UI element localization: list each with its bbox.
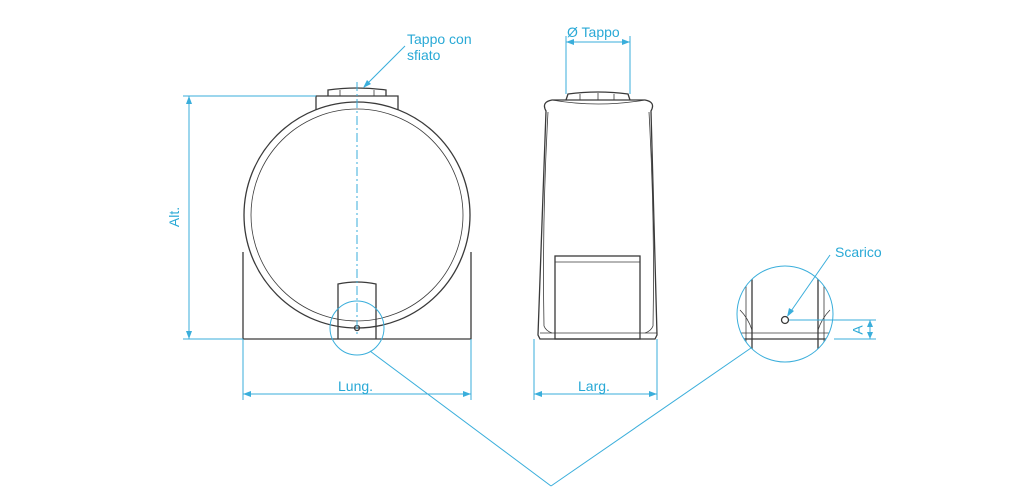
side-body <box>537 99 658 340</box>
side-cap <box>565 91 631 101</box>
cap-diameter-label: Ø Tappo <box>567 24 620 40</box>
cap-vent-leader <box>364 45 406 87</box>
dimensions <box>183 36 876 487</box>
drain-height-label: A <box>849 325 866 335</box>
length-label: Lung. <box>338 378 374 394</box>
drain-leader <box>788 254 831 315</box>
side-pocket <box>554 255 641 340</box>
cap-vent-label-line1: Tappo con <box>407 31 472 47</box>
side-view <box>537 91 658 340</box>
detail-drain-hole <box>780 315 790 325</box>
detail-connector-right <box>550 347 752 487</box>
detail-view <box>736 265 834 363</box>
drain-label: Scarico <box>835 244 882 260</box>
cap-vent-label-line2: sfiato <box>407 47 441 63</box>
width-label: Larg. <box>578 378 610 394</box>
height-label: Alt. <box>166 206 183 228</box>
detail-marker-circle <box>329 300 385 356</box>
detail-circle <box>736 265 834 363</box>
detail-connector-left <box>369 350 552 487</box>
front-view <box>242 82 472 356</box>
front-base <box>242 252 472 340</box>
